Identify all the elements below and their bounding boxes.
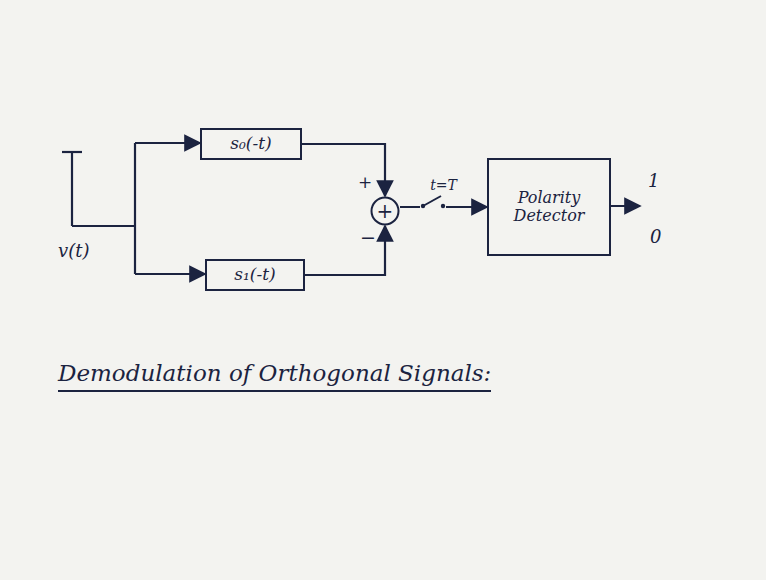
node-text: Polarity Detector bbox=[489, 187, 609, 228]
branch-wire bbox=[135, 273, 205, 275]
process-box: Polarity Detector bbox=[487, 158, 611, 256]
antenna-mast bbox=[71, 152, 73, 226]
signal-connector bbox=[305, 226, 385, 275]
node-text: s₁(-t) bbox=[228, 263, 281, 287]
output-value: 0 bbox=[650, 226, 661, 247]
signal-name: v(t) bbox=[58, 240, 89, 261]
switch-contact bbox=[441, 204, 445, 208]
node-text: + bbox=[377, 200, 394, 223]
split-wire bbox=[134, 143, 136, 274]
junction-circle bbox=[372, 198, 399, 225]
branch-wire bbox=[135, 142, 200, 144]
section-title: Demodulation of Orthogonal Signals: bbox=[58, 360, 491, 392]
signal-connector bbox=[302, 144, 385, 196]
switch-blade bbox=[423, 196, 441, 206]
sign-label: + bbox=[358, 172, 372, 192]
sampling-time: t=T bbox=[428, 177, 459, 193]
input-wire bbox=[72, 225, 135, 227]
process-box: s₀(-t) bbox=[200, 128, 302, 160]
output-value: 1 bbox=[648, 170, 659, 191]
summing-junction: + bbox=[370, 196, 400, 226]
node-text: s₀(-t) bbox=[224, 132, 277, 156]
process-box: s₁(-t) bbox=[205, 259, 305, 291]
sign-label: − bbox=[360, 226, 376, 248]
